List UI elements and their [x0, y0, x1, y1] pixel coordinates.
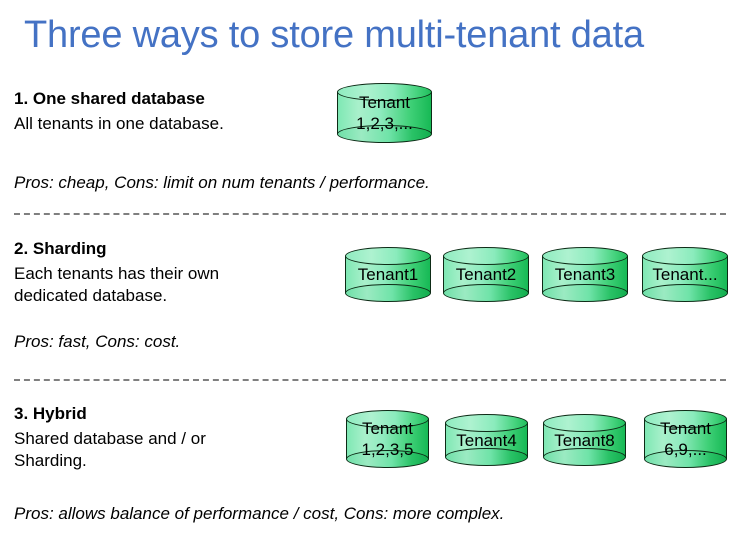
cylinder-top-ellipse — [445, 414, 528, 432]
section-2-body-line-2: dedicated database. — [14, 286, 168, 305]
section-1-pros-cons: Pros: cheap, Cons: limit on num tenants … — [14, 173, 430, 192]
cylinder-top-ellipse — [346, 410, 429, 428]
section-1-body-line-1: All tenants in one database. — [14, 114, 224, 133]
database-cylinder[interactable]: Tenant3 — [542, 247, 628, 302]
cylinder-top-ellipse — [345, 247, 431, 265]
cylinder-bottom-ellipse — [345, 284, 431, 302]
section-3-heading: 3. Hybrid — [14, 404, 87, 423]
cylinder-top-ellipse — [337, 83, 432, 101]
section-3-body-line-2: Sharding. — [14, 451, 87, 470]
database-cylinder[interactable]: Tenant 6,9,... — [644, 410, 727, 468]
cylinder-bottom-ellipse — [337, 125, 432, 143]
cylinder-top-ellipse — [642, 247, 728, 265]
section-divider-1 — [14, 213, 726, 215]
database-cylinder[interactable]: Tenant2 — [443, 247, 529, 302]
cylinder-top-ellipse — [443, 247, 529, 265]
database-cylinder[interactable]: Tenant4 — [445, 414, 528, 466]
section-2-pros-cons: Pros: fast, Cons: cost. — [14, 332, 181, 351]
cylinder-bottom-ellipse — [543, 448, 626, 466]
section-3-pros-cons: Pros: allows balance of performance / co… — [14, 504, 505, 523]
database-cylinder[interactable]: Tenant8 — [543, 414, 626, 466]
cylinder-bottom-ellipse — [644, 450, 727, 468]
section-3-body-line-1: Shared database and / or — [14, 429, 206, 448]
database-cylinder[interactable]: Tenant 1,2,3,5 — [346, 410, 429, 468]
database-cylinder[interactable]: Tenant1 — [345, 247, 431, 302]
page-title: Three ways to store multi-tenant data — [24, 14, 644, 56]
section-2-heading: 2. Sharding — [14, 239, 107, 258]
database-cylinder[interactable]: Tenant 1,2,3,... — [337, 83, 432, 143]
section-1-heading: 1. One shared database — [14, 89, 205, 108]
cylinder-top-ellipse — [542, 247, 628, 265]
cylinder-top-ellipse — [644, 410, 727, 428]
cylinder-bottom-ellipse — [443, 284, 529, 302]
cylinder-bottom-ellipse — [642, 284, 728, 302]
cylinder-bottom-ellipse — [542, 284, 628, 302]
section-divider-2 — [14, 379, 726, 381]
cylinder-top-ellipse — [543, 414, 626, 432]
database-cylinder[interactable]: Tenant... — [642, 247, 728, 302]
cylinder-bottom-ellipse — [346, 450, 429, 468]
cylinder-bottom-ellipse — [445, 448, 528, 466]
section-2-body-line-1: Each tenants has their own — [14, 264, 220, 283]
